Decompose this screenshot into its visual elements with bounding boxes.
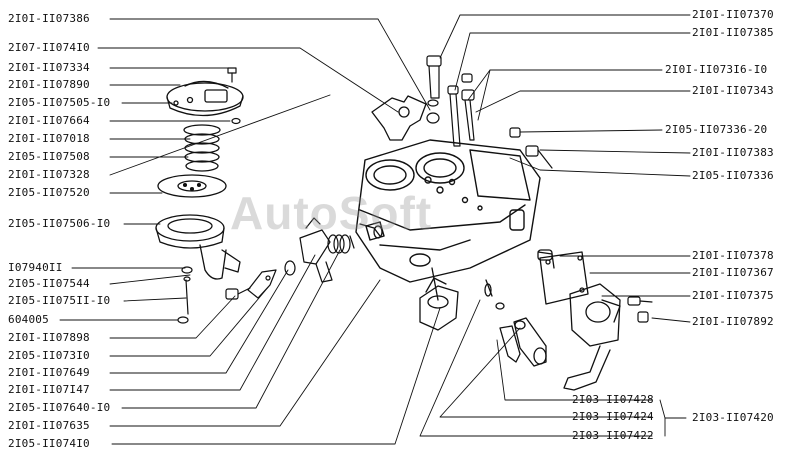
part-label: 2I0I-II07386: [8, 12, 90, 25]
part-label: 2I05-II074I0: [8, 437, 90, 450]
outlet-pipe: [359, 223, 383, 239]
pump-cover: [537, 249, 589, 305]
screws-right: [627, 296, 653, 323]
small-spring: [327, 234, 355, 254]
spring: [183, 124, 221, 172]
part-label: 2I05-II073I0: [8, 349, 90, 362]
part-label: 2I07-II074I0: [8, 41, 90, 54]
part-label: 2I0I-II07898: [8, 331, 90, 344]
part-label: 2I05-II07544: [8, 277, 90, 290]
watermark: AutoSoft: [230, 187, 433, 239]
part-label: 2I05-II07506-I0: [8, 217, 111, 230]
part-label: 2I05-II07640-I0: [8, 401, 111, 414]
solenoid-valve: [484, 279, 547, 367]
screws-right-top: [509, 127, 553, 169]
part-label: 2I0I-II07334: [8, 61, 90, 74]
diaphragm-housing: [155, 214, 241, 280]
bolt-left: [225, 287, 251, 300]
screw-top: [227, 67, 241, 125]
part-label: 2I03-II07422: [572, 429, 654, 442]
part-label: 2I0I-II073I6-I0: [665, 63, 768, 76]
part-label: 2I0I-II07343: [692, 84, 774, 97]
part-label: 2I0I-II07367: [692, 266, 774, 279]
diaphragm-cover-top: [166, 80, 244, 117]
part-label: 2I05-II07336-20: [665, 123, 768, 136]
part-label: 2I05-II07505-I0: [8, 96, 111, 109]
carburetor-body: [355, 139, 541, 283]
part-label: 2I0I-II07370: [692, 8, 774, 21]
part-label: 2I0I-II07635: [8, 419, 90, 432]
part-label: 2I0I-II07664: [8, 114, 90, 127]
part-label: 2I05-II07336: [692, 169, 774, 182]
part-label: 2I03-II07428: [572, 393, 654, 406]
part-label: 2I0I-II07890: [8, 78, 90, 91]
jets-top: [426, 55, 475, 147]
part-label: I07940II: [8, 261, 63, 274]
part-label: 2I0I-II07I47: [8, 383, 90, 396]
part-label: 604005: [8, 313, 49, 326]
choke-flange: [371, 95, 427, 141]
leader-lines: [59, 14, 691, 445]
rod-parts: [177, 266, 193, 324]
pump-lever: [563, 283, 621, 391]
part-label: 2I0I-II07375: [692, 289, 774, 302]
diaphragm-disc: [157, 174, 227, 198]
lever-assembly: [247, 217, 333, 299]
part-label: 2I0I-II07018: [8, 132, 90, 145]
part-label: 2I0I-II07328: [8, 168, 90, 181]
part-label: 2I05-II07508: [8, 150, 90, 163]
part-label: 2I05-II075II-I0: [8, 294, 111, 307]
part-label: 2I0I-II07383: [692, 146, 774, 159]
part-label: 2I0I-II07892: [692, 315, 774, 328]
part-label: 2I03-II07424: [572, 410, 654, 423]
float-bracket: [419, 267, 459, 331]
part-label: 2I05-II07520: [8, 186, 90, 199]
part-label: 2I0I-II07649: [8, 366, 90, 379]
part-label: 2I03-II07420: [692, 411, 774, 424]
part-label: 2I0I-II07385: [692, 26, 774, 39]
part-label: 2I0I-II07378: [692, 249, 774, 262]
